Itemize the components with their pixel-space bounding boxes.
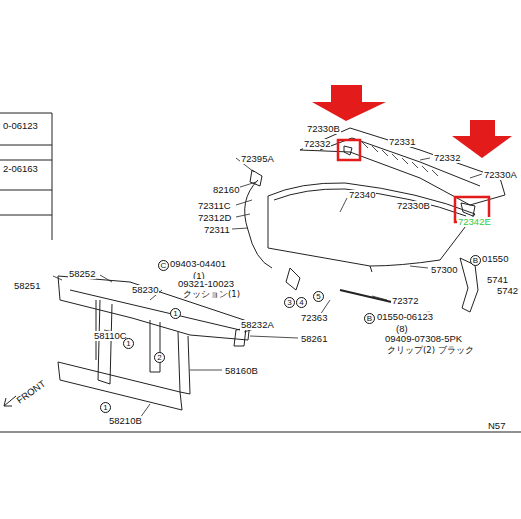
part-number: 72330B bbox=[306, 124, 341, 134]
part-number: 01550 bbox=[481, 254, 509, 264]
part-number: クッション(1) bbox=[182, 290, 241, 299]
part-number: 72311C bbox=[197, 201, 232, 211]
part-number: 82160 bbox=[212, 185, 240, 195]
table-cell: 0-06123 bbox=[2, 121, 39, 131]
part-number: 58210B bbox=[108, 416, 143, 426]
part-number: (8) bbox=[395, 324, 409, 334]
part-number: 72311 bbox=[203, 225, 231, 235]
part-number: 58261 bbox=[300, 334, 328, 344]
part-number: 72332 bbox=[303, 139, 331, 149]
callout-number: 1 bbox=[170, 308, 181, 319]
part-number: 72372 bbox=[391, 296, 419, 306]
part-number: 57300 bbox=[430, 265, 458, 275]
part-number: 72330A bbox=[483, 170, 518, 180]
part-number: 72331 bbox=[388, 137, 416, 147]
part-number: 58110C bbox=[93, 331, 128, 341]
part-number: 58232A bbox=[240, 320, 275, 330]
part-number: 72312D bbox=[197, 213, 232, 223]
table-cell: 2-06163 bbox=[2, 164, 39, 174]
part-number: N57 bbox=[487, 421, 506, 431]
callout-number: 3 bbox=[284, 297, 295, 308]
part-number: 72332 bbox=[433, 153, 461, 163]
part-number: 72363 bbox=[300, 313, 328, 323]
callout-number: 4 bbox=[296, 297, 307, 308]
part-number: クリップ(2) ブラック bbox=[386, 346, 475, 355]
part-number: 72340 bbox=[348, 190, 376, 200]
part-number: 72330B bbox=[396, 201, 431, 211]
part-number: 09403-04401 bbox=[169, 259, 227, 269]
part-number: 58230 bbox=[131, 285, 159, 295]
part-number: 01550-06123 bbox=[376, 312, 434, 322]
direction-label: FRONT bbox=[14, 378, 48, 406]
part-number: 72395A bbox=[240, 154, 275, 164]
part-number: 09321-10023 bbox=[177, 279, 235, 289]
callout-number: 5 bbox=[313, 291, 324, 302]
callout-number: 1 bbox=[123, 338, 134, 349]
part-number: 58251 bbox=[13, 281, 41, 291]
part-number: 58160B bbox=[224, 366, 259, 376]
callout-number: B bbox=[364, 313, 375, 324]
callout-number: 2 bbox=[154, 352, 165, 363]
callout-number: 1 bbox=[100, 402, 111, 413]
callout-number: B bbox=[470, 255, 481, 266]
callout-number: C bbox=[158, 260, 169, 271]
part-number: 5741 bbox=[486, 275, 509, 285]
part-number: 58252 bbox=[68, 269, 96, 279]
part-number: 5742 bbox=[496, 286, 519, 296]
part-number: 72342E bbox=[457, 217, 492, 227]
part-number: 09409-07308-5PK bbox=[384, 334, 463, 344]
